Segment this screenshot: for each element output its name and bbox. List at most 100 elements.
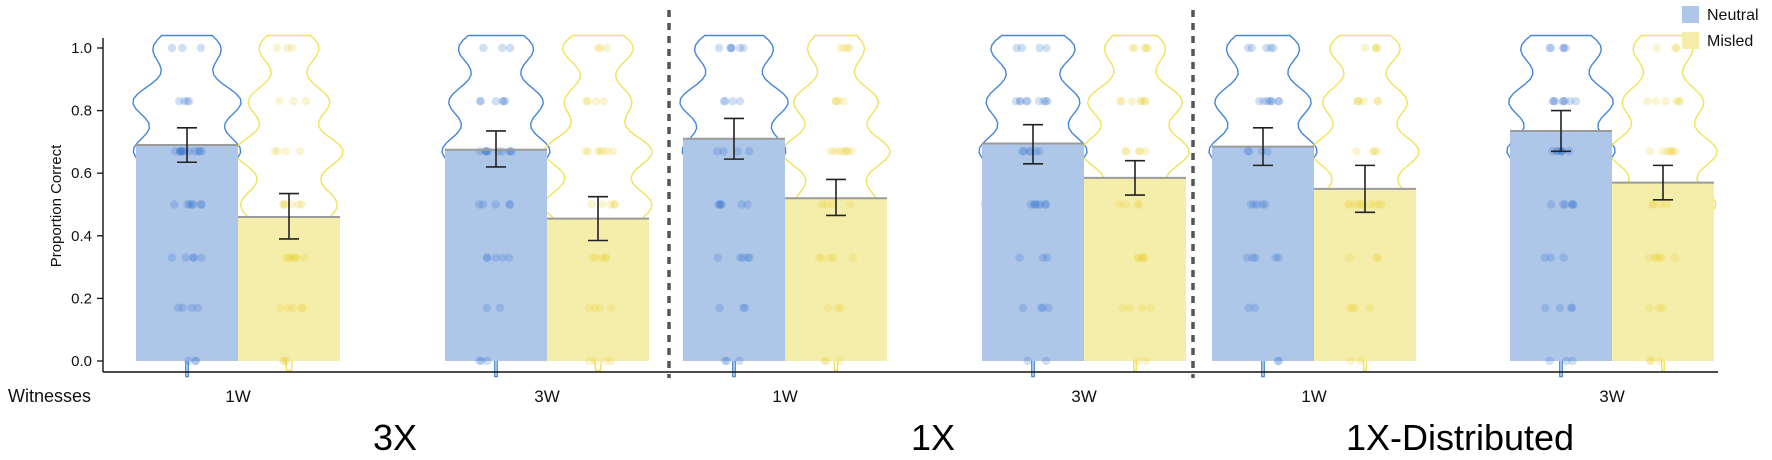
data-point [1648, 200, 1658, 209]
data-point [1662, 200, 1671, 209]
data-point [590, 303, 599, 312]
error-bar-1X-Distributed-1W-misled [1355, 164, 1375, 214]
data-point [1022, 97, 1031, 106]
data-point [1141, 43, 1151, 53]
data-point [1138, 303, 1147, 312]
x-axis-label: Witnesses [8, 386, 91, 406]
data-point [1039, 97, 1049, 106]
error-bar-1X-3W-misled [1125, 159, 1145, 196]
data-point [1646, 356, 1655, 366]
data-point [581, 147, 590, 156]
data-point [1670, 43, 1680, 53]
data-point [1360, 43, 1370, 53]
data-point [1134, 200, 1144, 209]
data-point [1674, 97, 1684, 106]
data-point [739, 303, 748, 312]
panel-label-1X-Distributed: 1X-Distributed [1346, 417, 1574, 458]
data-point [1373, 43, 1382, 53]
data-point [1655, 253, 1664, 262]
data-point [483, 356, 492, 366]
data-point [1647, 356, 1656, 366]
data-point [1038, 253, 1048, 262]
data-point [501, 97, 510, 106]
data-point [836, 303, 846, 312]
data-point [601, 253, 610, 262]
data-point [717, 200, 726, 209]
data-point [1141, 356, 1150, 366]
data-point [285, 253, 294, 262]
data-point [181, 253, 191, 262]
data-point [1247, 43, 1257, 53]
data-point [1017, 43, 1027, 53]
data-point [1365, 200, 1375, 209]
bars [136, 130, 1714, 361]
data-point [1371, 43, 1381, 53]
data-point [606, 356, 616, 366]
data-point [482, 253, 492, 262]
data-point [1044, 303, 1053, 312]
data-point [1140, 97, 1150, 106]
data-point [584, 303, 594, 312]
data-point [479, 43, 488, 53]
data-point [714, 43, 724, 53]
data-point [499, 97, 508, 106]
data-point [291, 253, 301, 262]
data-point [1675, 97, 1685, 106]
data-point [716, 200, 725, 209]
data-point [825, 253, 834, 262]
data-point [820, 356, 829, 366]
data-point [743, 253, 753, 262]
data-point [1373, 253, 1382, 262]
data-point [1350, 303, 1360, 312]
error-bar-1X-3W-neutral [1023, 123, 1043, 165]
x-tick-label-3X-1W: 1W [225, 387, 251, 406]
data-point [491, 200, 500, 209]
data-point [719, 97, 729, 106]
data-point [280, 356, 289, 366]
data-point [273, 147, 282, 156]
data-point [835, 356, 844, 366]
data-point [177, 147, 186, 156]
data-point [197, 200, 206, 209]
data-point [183, 200, 192, 209]
data-point [1244, 43, 1253, 53]
data-point [1541, 303, 1550, 312]
error-bars [177, 109, 1673, 242]
data-point [1038, 303, 1048, 312]
data-point [843, 43, 852, 53]
data-point [491, 253, 500, 262]
data-point [836, 43, 845, 53]
data-point [275, 97, 284, 106]
data-point [1036, 303, 1046, 312]
data-point [1648, 200, 1658, 209]
data-point [174, 303, 183, 312]
data-point [279, 356, 288, 366]
data-point [171, 147, 180, 156]
data-point [193, 303, 202, 312]
data-point [1255, 97, 1264, 106]
data-point [1658, 303, 1667, 312]
data-point [1242, 253, 1252, 262]
data-point [1568, 200, 1578, 209]
data-point [476, 97, 485, 106]
data-point [1567, 200, 1576, 209]
data-point [1262, 97, 1272, 106]
data-points [167, 43, 1685, 366]
bar-3X-3W-misled [547, 218, 649, 361]
data-point [1559, 97, 1568, 106]
data-point [828, 253, 838, 262]
panel-label-3X: 3X [373, 417, 417, 458]
data-point [281, 253, 290, 262]
data-point [598, 200, 607, 209]
data-point [295, 147, 305, 156]
data-point [837, 147, 846, 156]
data-point [1559, 253, 1568, 262]
data-point [283, 43, 292, 53]
data-point [279, 200, 288, 209]
data-point [1654, 303, 1664, 312]
data-point [482, 253, 492, 262]
data-point [713, 147, 722, 156]
data-point [1546, 43, 1556, 53]
data-point [1249, 200, 1258, 209]
